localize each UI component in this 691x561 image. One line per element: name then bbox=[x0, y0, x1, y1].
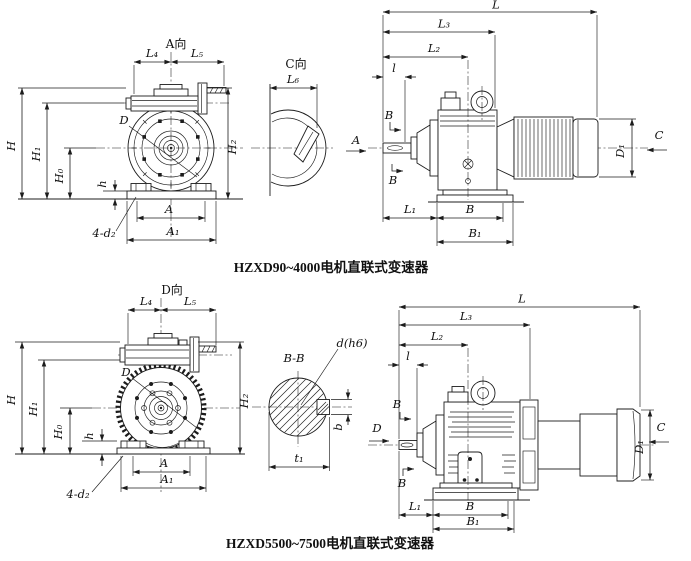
bottom-section-view: B-B d(h6) b t₁ bbox=[252, 336, 368, 471]
dim-label-b1: B₁ bbox=[465, 514, 479, 528]
view-label-d: D向 bbox=[161, 282, 183, 297]
dim-label-l6: L₆ bbox=[286, 72, 300, 86]
dim-label-b: B bbox=[465, 202, 474, 216]
dim-label-l5: L₅ bbox=[190, 46, 204, 60]
arrow-label-c: C bbox=[655, 128, 664, 142]
section-label-b-top: B bbox=[392, 397, 401, 411]
view-label-a: A向 bbox=[165, 36, 187, 51]
dim-label-b-key: b bbox=[331, 423, 345, 430]
arrow-label-d: D bbox=[371, 421, 381, 435]
dim-label-h1: H₁ bbox=[26, 402, 40, 418]
dim-label-h2: H₂ bbox=[237, 393, 251, 409]
dim-label-d: D bbox=[120, 365, 130, 379]
dim-label-t1: t₁ bbox=[294, 451, 303, 465]
dim-label-d-h6: d(h6) bbox=[336, 336, 367, 350]
dim-label-h1: H₁ bbox=[29, 147, 43, 163]
section-label-b-bottom: B bbox=[388, 173, 397, 187]
dim-label-h-small: h bbox=[95, 180, 109, 187]
dim-label-l-small: l bbox=[406, 349, 410, 363]
section-hatching bbox=[269, 378, 327, 436]
top-c-view: C向 L₆ A bbox=[251, 56, 367, 196]
dim-label-a: A bbox=[164, 202, 173, 216]
dim-label-h0: H₀ bbox=[51, 424, 65, 440]
dim-label-d1: D₁ bbox=[632, 440, 646, 455]
dim-label-d1: D₁ bbox=[613, 144, 627, 159]
label-foot-holes: 4-d₂ bbox=[65, 487, 90, 501]
dim-label-h-small: h bbox=[82, 432, 96, 439]
dim-label-l: L bbox=[491, 0, 500, 12]
bolt-squares bbox=[142, 119, 200, 177]
top-side-view: L L₃ L₂ l B B D₁ C L₁ B B₁ bbox=[368, 0, 667, 246]
bolt-dots bbox=[135, 382, 187, 434]
dim-label-h: H bbox=[4, 140, 18, 152]
bottom-side-view: L L₃ L₂ l B B D D₁ C L₁ B B₁ bbox=[368, 292, 669, 533]
dim-label-h2: H₂ bbox=[225, 139, 239, 155]
section-label-b-top: B bbox=[384, 108, 393, 122]
dim-label-l4: L₄ bbox=[139, 294, 153, 308]
dim-label-l2: L₂ bbox=[427, 41, 441, 55]
section-label-b-bottom: B bbox=[397, 476, 406, 490]
dim-label-l4: L₄ bbox=[145, 46, 159, 60]
label-foot-holes: 4-d₂ bbox=[91, 226, 116, 240]
top-front-view: D H H₁ H₀ h H₂ L₄ bbox=[4, 36, 243, 244]
dim-label-a1: A₁ bbox=[160, 472, 174, 486]
dim-label-l: L bbox=[517, 292, 526, 306]
dim-label-l-small: l bbox=[392, 61, 396, 75]
dim-label-l3: L₃ bbox=[437, 17, 451, 31]
section-view-label: B-B bbox=[282, 351, 304, 365]
arrow-label-c: C bbox=[657, 420, 666, 434]
dim-label-l3: L₃ bbox=[459, 309, 473, 323]
dim-label-a: A bbox=[159, 456, 168, 470]
dim-label-h: H bbox=[4, 394, 18, 406]
bottom-front-view: D H H₁ H₀ h H₂ L bbox=[4, 282, 251, 501]
dim-label-l2: L₂ bbox=[430, 329, 444, 343]
hub-bolt-circles bbox=[141, 390, 181, 426]
dim-label-l1: L₁ bbox=[408, 499, 421, 513]
caption-top: HZXD90~4000电机直联式变速器 bbox=[234, 259, 429, 275]
caption-bottom: HZXD5500~7500电机直联式变速器 bbox=[226, 535, 435, 551]
arrow-label-a: A bbox=[351, 133, 360, 147]
dim-label-l5: L₅ bbox=[183, 294, 197, 308]
dim-label-l1: L₁ bbox=[403, 202, 416, 216]
dim-label-d: D bbox=[118, 113, 128, 127]
dim-label-b: B bbox=[465, 499, 474, 513]
dim-label-a1: A₁ bbox=[166, 224, 180, 238]
dim-label-b1: B₁ bbox=[467, 226, 481, 240]
dim-label-h0: H₀ bbox=[52, 168, 66, 184]
view-label-c: C向 bbox=[285, 56, 306, 71]
